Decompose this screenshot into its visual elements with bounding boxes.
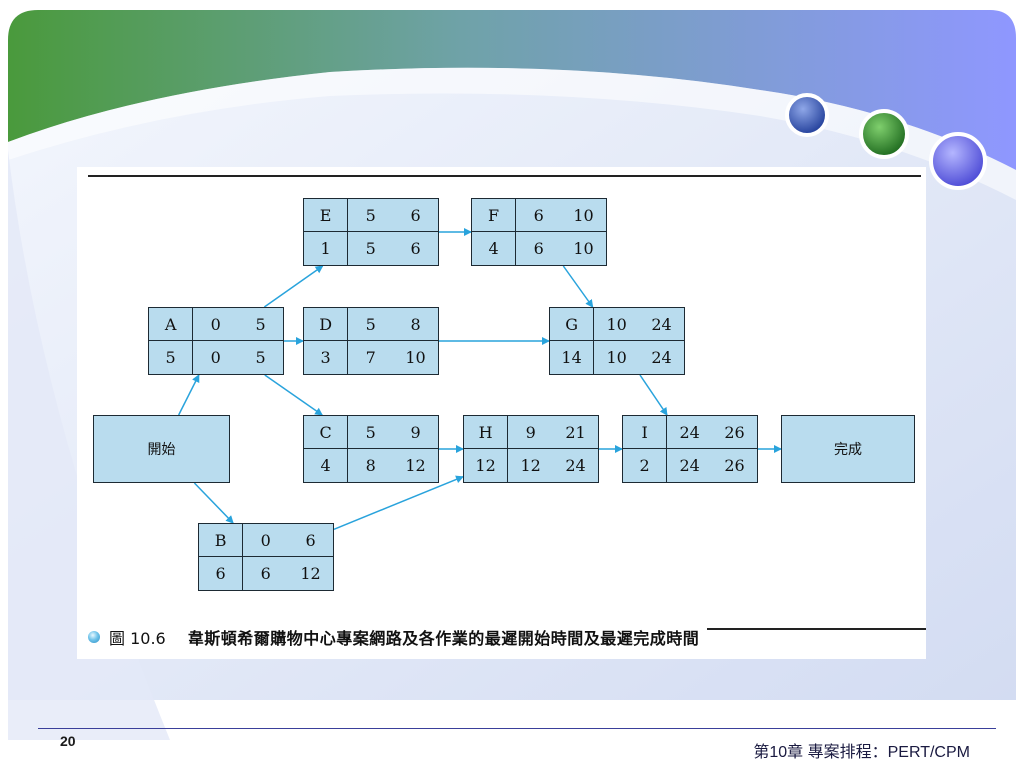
earliest-finish: 6 xyxy=(305,530,316,550)
activity-name: A xyxy=(149,308,194,340)
activity-duration: 4 xyxy=(472,232,517,265)
earliest-start: 9 xyxy=(525,422,536,442)
activity-name: C xyxy=(304,416,349,448)
activity-name: H xyxy=(464,416,509,448)
latest-start: 6 xyxy=(533,239,544,258)
latest-start: 10 xyxy=(606,348,627,367)
earliest-start: 0 xyxy=(210,314,221,334)
latest-start: 8 xyxy=(365,456,376,475)
latest-start: 7 xyxy=(365,348,376,367)
earliest-finish: 5 xyxy=(255,314,266,334)
activity-name: G xyxy=(550,308,595,340)
edge-a-to-e xyxy=(263,265,324,308)
activity-node-i: I 24 26 2 24 26 xyxy=(622,415,758,483)
edge-b-to-h xyxy=(333,475,464,530)
edge-a-to-c xyxy=(264,374,324,416)
latest-start: 0 xyxy=(210,348,221,367)
activity-node-g: G 10 24 14 10 24 xyxy=(549,307,685,375)
activity-name: F xyxy=(472,199,517,231)
footer-divider xyxy=(38,728,996,729)
earliest-start: 0 xyxy=(260,530,271,550)
earliest-finish: 8 xyxy=(410,314,421,334)
blue-circle-icon xyxy=(785,93,829,137)
caption-text: 韋斯頓希爾購物中心專案網路及各作業的最遲開始時間及最遲完成時間 xyxy=(187,629,700,648)
figure-caption: 圖 10.6 韋斯頓希爾購物中心專案網路及各作業的最遲開始時間及最遲完成時間 xyxy=(88,624,926,650)
earliest-finish: 9 xyxy=(410,422,421,442)
activity-duration: 3 xyxy=(304,341,349,374)
earliest-start: 5 xyxy=(365,314,376,334)
earliest-start: 5 xyxy=(365,422,376,442)
activity-duration: 4 xyxy=(304,449,349,482)
latest-start: 5 xyxy=(365,239,376,258)
title-banner xyxy=(8,10,1016,170)
latest-start: 24 xyxy=(679,456,700,475)
activity-duration: 14 xyxy=(550,341,595,374)
latest-finish: 26 xyxy=(724,456,745,475)
activity-duration: 6 xyxy=(199,557,244,590)
earliest-start: 6 xyxy=(533,205,544,225)
footer-chapter-title: 第10章 專案排程：PERT/CPM xyxy=(753,744,970,761)
latest-start: 12 xyxy=(520,456,541,475)
activity-duration: 5 xyxy=(149,341,194,374)
latest-start: 6 xyxy=(260,564,271,583)
latest-finish: 12 xyxy=(405,456,426,475)
figure-top-rule xyxy=(88,175,921,177)
activity-name: B xyxy=(199,524,244,556)
latest-finish: 12 xyxy=(300,564,321,583)
edge-start-to-b xyxy=(193,482,234,524)
latest-finish: 5 xyxy=(255,348,266,367)
start-node: 開始 xyxy=(93,415,230,483)
activity-duration: 2 xyxy=(623,449,668,482)
caption-rule xyxy=(707,628,926,630)
latest-finish: 24 xyxy=(565,456,586,475)
activity-name: D xyxy=(304,308,349,340)
bullet-icon xyxy=(88,631,100,643)
earliest-start: 24 xyxy=(679,422,700,442)
edge-f-to-g xyxy=(562,265,594,308)
edge-start-to-a xyxy=(177,374,200,416)
edge-g-to-i xyxy=(639,374,668,416)
activity-name: E xyxy=(304,199,349,231)
latest-finish: 6 xyxy=(410,239,421,258)
latest-finish: 10 xyxy=(405,348,426,367)
earliest-finish: 21 xyxy=(565,422,586,442)
activity-node-e: E 5 6 1 5 6 xyxy=(303,198,439,266)
latest-finish: 24 xyxy=(651,348,672,367)
finish-node: 完成 xyxy=(781,415,915,483)
activity-duration: 1 xyxy=(304,232,349,265)
earliest-finish: 26 xyxy=(724,422,745,442)
purple-circle-icon xyxy=(929,132,987,190)
activity-node-c: C 5 9 4 8 12 xyxy=(303,415,439,483)
activity-node-d: D 5 8 3 7 10 xyxy=(303,307,439,375)
earliest-finish: 6 xyxy=(410,205,421,225)
earliest-start: 5 xyxy=(365,205,376,225)
activity-node-a: A 0 5 5 0 5 xyxy=(148,307,284,375)
earliest-finish: 10 xyxy=(573,205,594,225)
activity-duration: 12 xyxy=(464,449,509,482)
figure-number: 圖 10.6 xyxy=(109,629,166,648)
activity-node-b: B 0 6 6 6 12 xyxy=(198,523,334,591)
activity-node-f: F 6 10 4 6 10 xyxy=(471,198,607,266)
page-number: 20 xyxy=(60,733,76,749)
earliest-finish: 24 xyxy=(651,314,672,334)
latest-finish: 10 xyxy=(573,239,594,258)
activity-node-h: H 9 21 12 12 24 xyxy=(463,415,599,483)
green-circle-icon xyxy=(859,109,909,159)
activity-name: I xyxy=(623,416,668,448)
earliest-start: 10 xyxy=(606,314,627,334)
